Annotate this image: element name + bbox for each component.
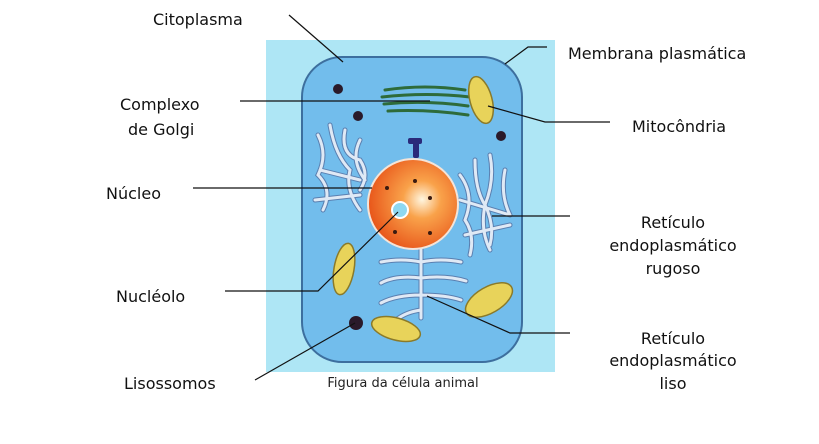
label-rel-line3: liso [659,374,686,393]
rough-er-left [312,122,368,213]
label-rer-line1: Retículo [641,213,705,232]
label-citoplasma: Citoplasma [153,10,243,29]
label-mitocondria: Mitocôndria [632,117,726,136]
label-nucleo: Núcleo [106,184,161,203]
label-rel-line2: endoplasmático [609,351,736,370]
label-rer-line2: endoplasmático [609,236,736,255]
label-rel-line1: Retículo [641,329,705,348]
label-nucleolo: Nucléolo [116,287,185,306]
centriole [408,138,422,158]
nuclear-pores [385,179,432,235]
figure-caption: Figura da célula animal [327,376,478,391]
leader-lines [193,14,610,381]
label-golgi-line1: Complexo [120,95,199,114]
lysosomes [333,84,506,330]
nucleus [367,158,459,250]
label-membrana-plasmatica: Membrana plasmática [568,44,746,63]
golgi-complex [380,85,472,117]
label-lisossomos: Lisossomos [124,374,216,393]
rough-er-right [457,152,513,258]
mitochondria [332,75,514,343]
label-golgi-line2: de Golgi [128,120,194,139]
smooth-er [378,245,469,323]
label-rer-line3: rugoso [646,259,701,278]
